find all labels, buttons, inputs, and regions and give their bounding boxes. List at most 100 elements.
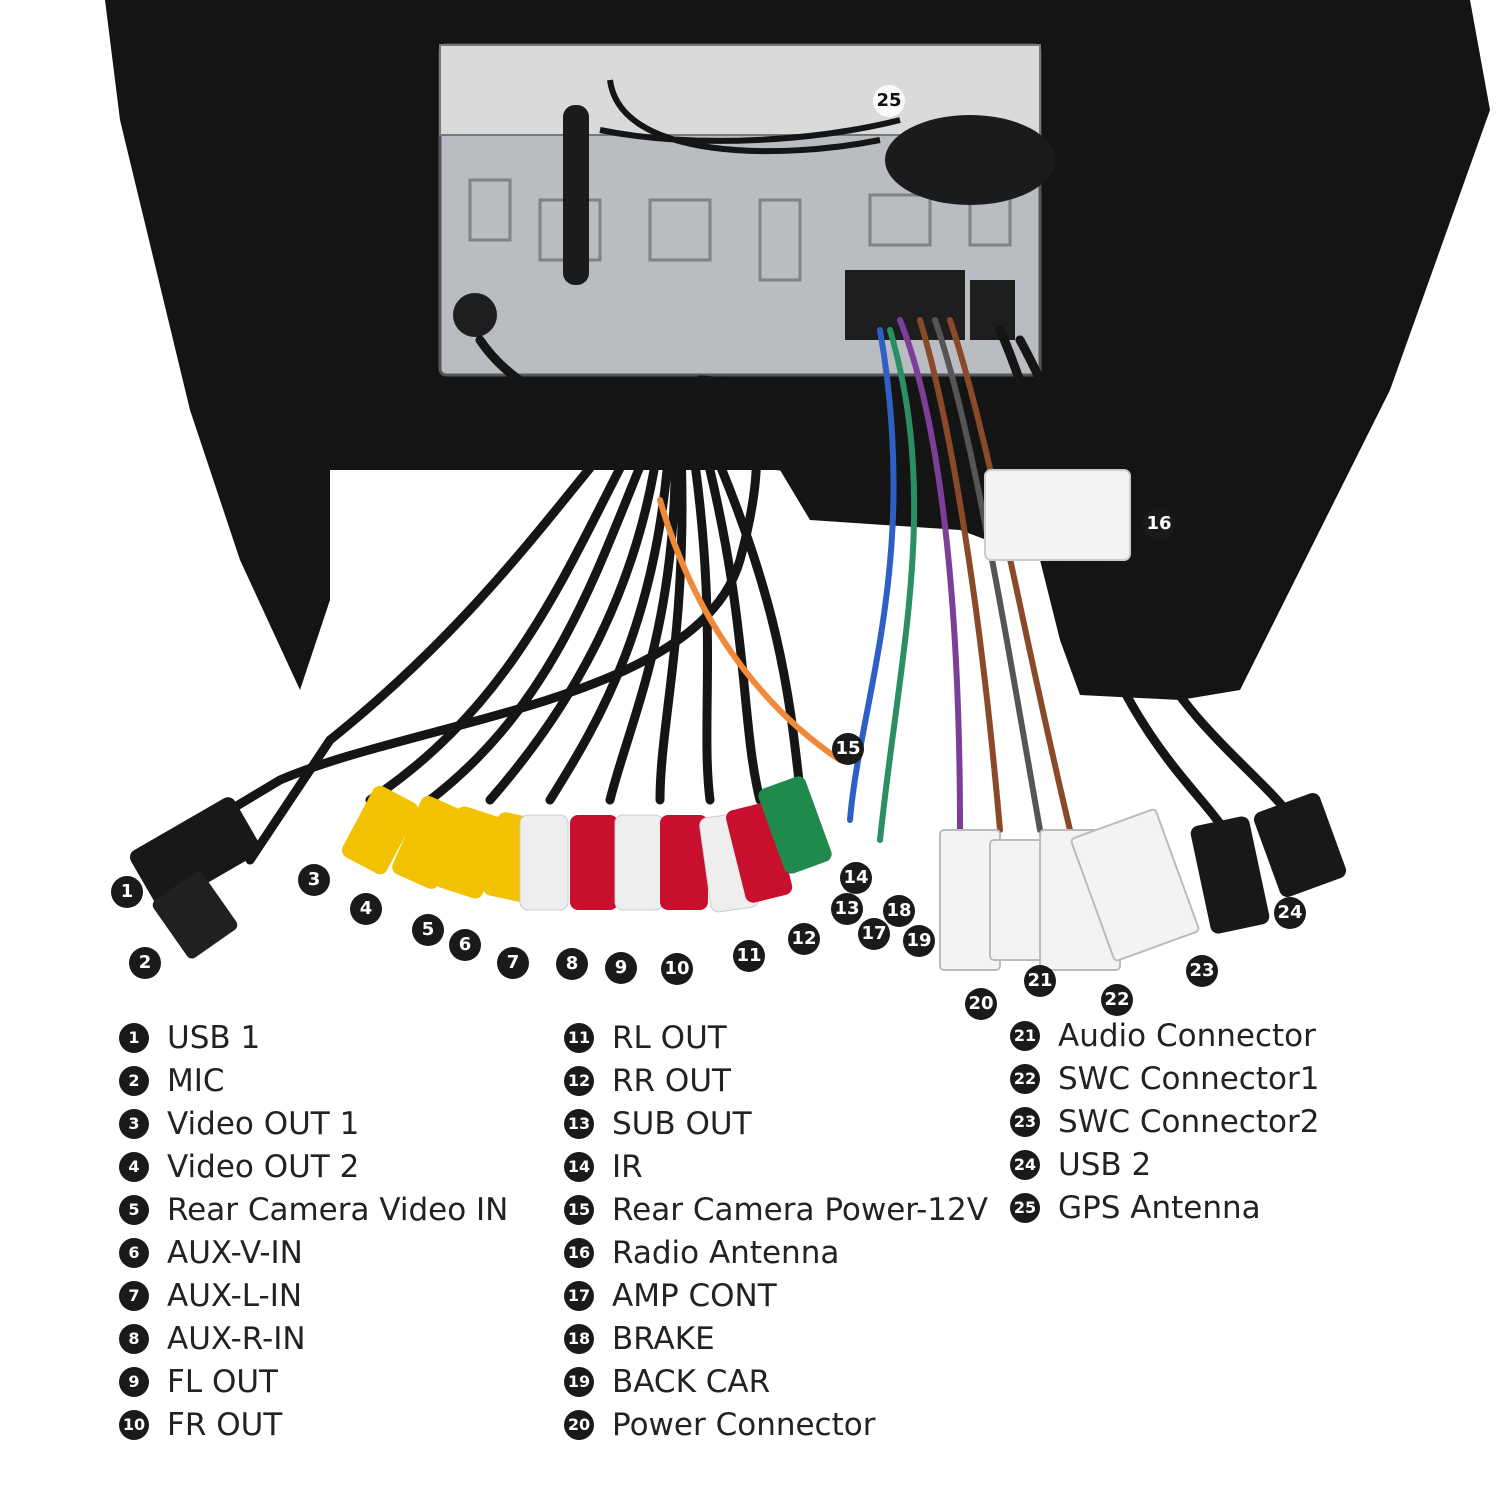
callout-12: 12	[788, 923, 820, 955]
rca-rl-out	[660, 815, 708, 910]
legend-number: 3	[119, 1108, 149, 1139]
legend-column-3: 21 Audio Connector 22 SWC Connector1 23 SWC…	[1010, 1014, 1319, 1229]
callout-1: 1	[111, 876, 143, 908]
legend-label: Audio Connector	[1058, 1017, 1316, 1054]
legend-label: AUX-R-IN	[167, 1320, 306, 1357]
legend-number: 12	[564, 1065, 594, 1096]
gps-antenna	[885, 115, 1055, 205]
legend-label: Video OUT 1	[167, 1105, 360, 1142]
legend-number: 7	[119, 1280, 149, 1311]
legend-number: 25	[1010, 1192, 1040, 1223]
cable-bundle	[175, 325, 1305, 865]
rca-fl-out	[570, 815, 618, 910]
rca-sub-out-green	[758, 776, 832, 874]
legend-number: 17	[564, 1280, 594, 1311]
legend-item: 16 Radio Antenna	[564, 1231, 988, 1274]
rca-rear-camera-in	[392, 796, 468, 889]
radio-antenna-connector	[984, 469, 1131, 561]
legend-label: BRAKE	[612, 1320, 715, 1357]
legend-label: Rear Camera Power-12V	[612, 1191, 988, 1228]
legend-number: 8	[119, 1323, 149, 1354]
callout-10: 10	[661, 953, 693, 985]
legend-number: 1	[119, 1022, 149, 1053]
callout-17: 17	[858, 918, 890, 950]
mic-jack	[152, 871, 238, 959]
callout-23: 23	[1186, 955, 1218, 987]
legend-number: 2	[119, 1065, 149, 1096]
rca-plugs	[341, 776, 832, 913]
legend-number: 18	[564, 1323, 594, 1354]
legend-number: 11	[564, 1022, 594, 1053]
legend-label: FL OUT	[167, 1363, 278, 1400]
legend-item: 8 AUX-R-IN	[119, 1317, 508, 1360]
callout-9: 9	[605, 952, 637, 984]
mic-socket	[453, 293, 497, 337]
callout-8: 8	[556, 948, 588, 980]
legend-number: 23	[1010, 1106, 1040, 1137]
legend-label: Rear Camera Video IN	[167, 1191, 509, 1228]
legend-label: SWC Connector1	[1058, 1060, 1320, 1097]
legend-label: FR OUT	[167, 1406, 283, 1443]
legend-label: USB 2	[1058, 1146, 1152, 1183]
rca-fr-out	[614, 814, 664, 911]
legend-label: SWC Connector2	[1058, 1103, 1320, 1140]
legend-label: IR	[612, 1148, 643, 1185]
legend-number: 22	[1010, 1063, 1040, 1094]
callout-19: 19	[903, 925, 935, 957]
legend-label: AMP CONT	[612, 1277, 777, 1314]
legend-label: SUB OUT	[612, 1105, 752, 1142]
legend-item: 20 Power Connector	[564, 1403, 988, 1446]
legend-label: AUX-L-IN	[167, 1277, 303, 1314]
callout-13: 13	[831, 893, 863, 925]
legend-label: BACK CAR	[612, 1363, 771, 1400]
legend-number: 24	[1010, 1149, 1040, 1180]
head-unit-opening	[330, 480, 1060, 670]
callout-24: 24	[1274, 897, 1306, 929]
callout-21: 21	[1024, 965, 1056, 997]
callout-20: 20	[965, 988, 997, 1020]
callout-15: 15	[832, 733, 864, 765]
legend-number: 15	[564, 1194, 594, 1225]
legend-label: GPS Antenna	[1058, 1189, 1261, 1226]
usb-1-plug	[129, 797, 261, 908]
legend-number: 4	[119, 1151, 149, 1182]
power-connectors	[939, 808, 1200, 971]
legend-number: 5	[119, 1194, 149, 1225]
legend-number: 21	[1010, 1020, 1040, 1051]
callout-5: 5	[412, 914, 444, 946]
callout-22: 22	[1101, 984, 1133, 1016]
legend-item: 17 AMP CONT	[564, 1274, 988, 1317]
callout-6: 6	[449, 929, 481, 961]
legend-number: 16	[564, 1237, 594, 1268]
legend-label: RL OUT	[612, 1019, 727, 1056]
legend-item: 5 Rear Camera Video IN	[119, 1188, 508, 1231]
legend-label: Radio Antenna	[612, 1234, 840, 1271]
legend-item: 24 USB 2	[1010, 1143, 1319, 1186]
legend-label: USB 1	[167, 1019, 261, 1056]
rca-aux-r-in	[519, 814, 569, 911]
legend-item: 11 RL OUT	[564, 1016, 988, 1059]
callout-4: 4	[350, 893, 382, 925]
legend-number: 19	[564, 1366, 594, 1397]
legend-label: Power Connector	[612, 1406, 876, 1443]
callout-14: 14	[840, 862, 872, 894]
legend-label: MIC	[167, 1062, 225, 1099]
legend-number: 20	[564, 1409, 594, 1440]
legend-item: 22 SWC Connector1	[1010, 1057, 1319, 1100]
rca-video-out-2	[341, 785, 419, 875]
legend-item: 7 AUX-L-IN	[119, 1274, 508, 1317]
callout-7: 7	[497, 947, 529, 979]
usb-2-plug-a	[1190, 816, 1270, 934]
legend-item: 3 Video OUT 1	[119, 1102, 508, 1145]
legend-item: 21 Audio Connector	[1010, 1014, 1319, 1057]
callout-16: 16	[1143, 508, 1175, 540]
legend-item: 23 SWC Connector2	[1010, 1100, 1319, 1143]
